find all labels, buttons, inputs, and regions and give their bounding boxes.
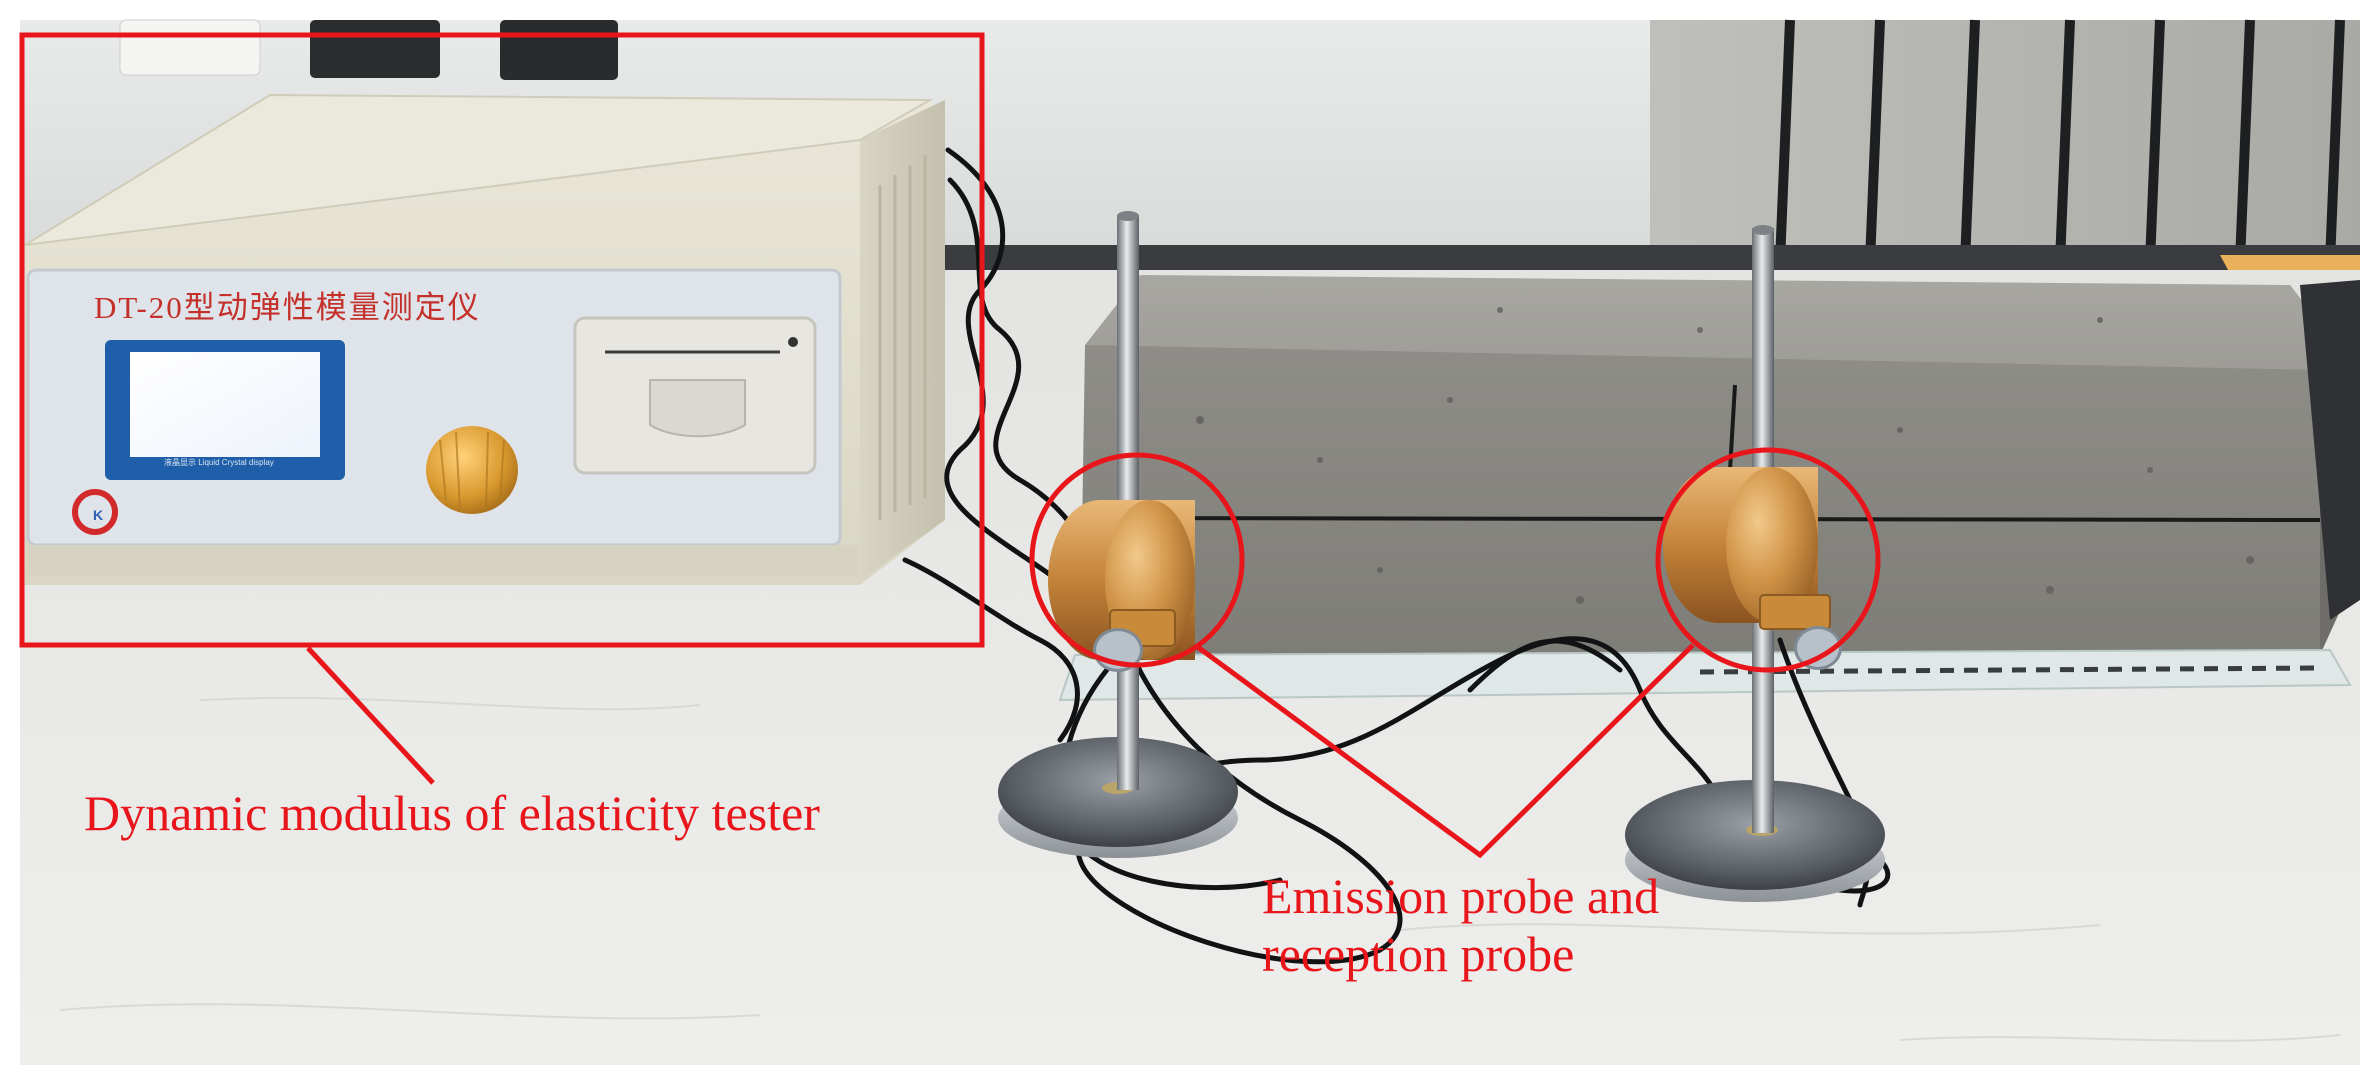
device-panel-label: DT-20型动弹性模量测定仪 bbox=[94, 290, 481, 325]
wall-socket-dark bbox=[310, 20, 440, 78]
brand-logo-letters: K bbox=[93, 507, 103, 523]
tester-highlight-box bbox=[19, 32, 985, 648]
printer-lid bbox=[649, 379, 746, 438]
mat-dashes bbox=[1699, 665, 2321, 675]
specimen-base-mat bbox=[1058, 648, 2352, 702]
right-probe-highlight-circle bbox=[1655, 447, 1881, 673]
probe-label: Emission probe and reception probe bbox=[1262, 868, 1659, 983]
printer-led bbox=[788, 337, 798, 347]
tester-label: Dynamic modulus of elasticity tester bbox=[84, 785, 820, 841]
knob bbox=[426, 426, 518, 514]
wall-socket-dark-2 bbox=[500, 20, 618, 80]
brand-logo bbox=[72, 489, 118, 535]
lcd-screen bbox=[130, 352, 320, 457]
annotation-overlay bbox=[19, 32, 1881, 859]
left-probe-stand bbox=[998, 211, 1238, 858]
probe-label-line2: reception probe bbox=[1262, 925, 1575, 982]
knob-ridges bbox=[439, 431, 505, 511]
probe-label-line1: Emission probe and bbox=[1262, 868, 1660, 924]
slat-gaps bbox=[1775, 19, 2345, 263]
wall-socket bbox=[119, 19, 261, 76]
table-scratches bbox=[59, 696, 2341, 1042]
left-probe-highlight-circle bbox=[1029, 452, 1245, 668]
right-probe-stand bbox=[1625, 225, 1885, 902]
right-edge-object bbox=[2300, 280, 2360, 620]
lcd-caption: 液晶显示 Liquid Crystal display bbox=[164, 458, 274, 467]
tester-leader-line bbox=[306, 646, 435, 785]
probe-leader-lines bbox=[1193, 642, 1695, 859]
